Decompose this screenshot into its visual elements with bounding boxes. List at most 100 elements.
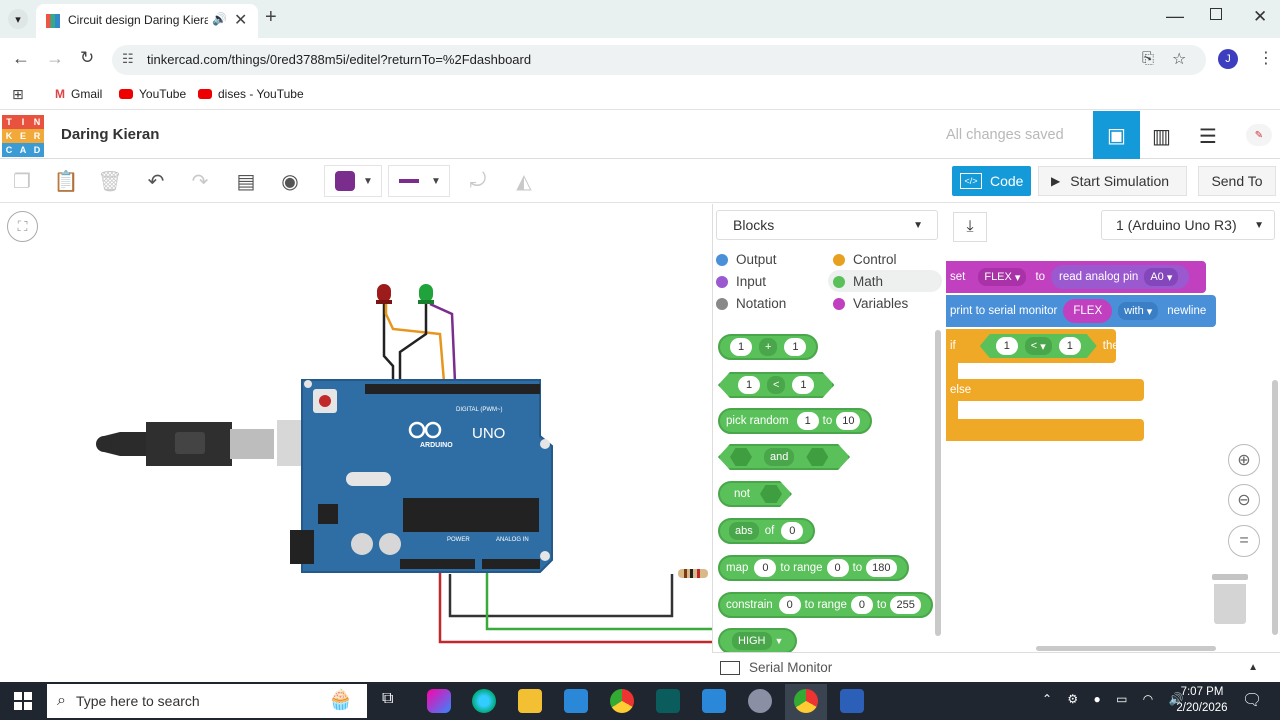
browser-menu-icon[interactable]: ⋮ — [1258, 50, 1274, 67]
start-simulation-button[interactable]: ▶ Start Simulation — [1038, 166, 1187, 196]
zoom-in-button[interactable]: ⊕ — [1228, 444, 1260, 476]
arithmetic-block[interactable]: 1+1 — [718, 334, 819, 360]
read-analog-block[interactable]: read analog pin A0 ▾ — [1051, 265, 1190, 289]
search-icon: ⌕ — [57, 692, 66, 709]
if-else-block[interactable]: if 1< ▾1 then else — [946, 329, 1144, 441]
palette-scrollbar[interactable] — [935, 330, 941, 636]
workspace-h-scrollbar[interactable] — [1036, 646, 1216, 651]
high-block[interactable]: HIGH▼ — [718, 628, 798, 652]
project-name[interactable]: Daring Kieran — [61, 126, 160, 143]
notifications-icon[interactable]: 🗨 — [1242, 692, 1263, 709]
trash-can-icon[interactable] — [1212, 574, 1248, 624]
wire-type-picker[interactable]: ▼ — [388, 165, 450, 197]
store-icon[interactable] — [564, 689, 588, 713]
taskbar-search-box[interactable]: ⌕ Type here to search 🧁 — [47, 684, 367, 718]
undo-button[interactable]: ↶ — [140, 165, 172, 197]
task-view-icon[interactable]: ⧉ — [382, 690, 394, 707]
bookmark-star-icon[interactable]: ☆ — [1172, 51, 1187, 68]
category-math[interactable]: Math — [833, 274, 883, 289]
clock-time[interactable]: 7:07 PM — [1180, 686, 1224, 698]
chevron-up-icon[interactable]: ▲ — [1248, 662, 1258, 673]
category-input[interactable]: Input — [716, 274, 766, 289]
paste-button[interactable]: 📋 — [50, 165, 82, 197]
category-variables[interactable]: Variables — [833, 296, 908, 311]
download-code-button[interactable]: ⤓ — [953, 212, 987, 242]
forward-button[interactable]: → — [46, 48, 64, 68]
led-green[interactable] — [418, 284, 434, 304]
led-red-wire — [382, 304, 395, 382]
zoom-out-button[interactable]: ⊖ — [1228, 484, 1260, 516]
workspace-v-scrollbar[interactable] — [1272, 380, 1278, 635]
print-serial-block[interactable]: print to serial monitor FLEX with ▾ newl… — [946, 295, 1216, 327]
blocks-mode-dropdown[interactable]: Blocks ▼ — [716, 210, 938, 240]
close-window-button[interactable]: ✕ — [1253, 7, 1268, 26]
component-list-button[interactable]: ☰ — [1199, 124, 1217, 149]
minimize-button[interactable]: — — [1166, 6, 1184, 26]
site-info-icon[interactable]: ☷ — [122, 51, 134, 66]
system-tray-icons[interactable]: ⌃ ⚙ ● ▭ ◠ 🔊 — [1042, 692, 1190, 706]
copilot-icon[interactable] — [427, 689, 451, 713]
windows-start-button[interactable] — [14, 692, 32, 710]
app-icon-2[interactable] — [748, 689, 772, 713]
clock-date[interactable]: 2/20/2026 — [1176, 702, 1228, 714]
redo-button[interactable]: ↷ — [184, 165, 216, 197]
copy-button[interactable]: ❐ — [6, 165, 38, 197]
new-tab-button[interactable]: + — [265, 6, 277, 28]
circuit-view-button[interactable]: ▣ — [1093, 111, 1140, 159]
serial-monitor-bar[interactable]: Serial Monitor ▲ — [712, 652, 1280, 682]
profile-avatar[interactable]: J — [1218, 49, 1238, 69]
speaker-icon[interactable]: 🔊 — [212, 12, 227, 26]
word-icon[interactable] — [840, 689, 864, 713]
tab-search-button[interactable]: ▾ — [8, 9, 28, 29]
tab-title: Circuit design Daring Kieran — [68, 13, 208, 27]
if-condition[interactable]: 1< ▾1 — [980, 334, 1097, 358]
fill-color-picker[interactable]: ▼ — [324, 165, 382, 197]
set-variable-block[interactable]: set FLEX ▾ to read analog pin A0 ▾ — [946, 261, 1206, 293]
view-notes-button[interactable]: ◉ — [274, 165, 306, 197]
device-dropdown[interactable]: 1 (Arduino Uno R3) ▼ — [1101, 210, 1275, 240]
mail-icon[interactable] — [702, 689, 726, 713]
flip-button[interactable]: ◭ — [508, 165, 540, 197]
bookmark-youtube[interactable]: YouTube — [119, 87, 186, 101]
back-button[interactable]: ← — [12, 48, 30, 68]
send-to-button[interactable]: Send To — [1198, 166, 1276, 196]
chrome-icon[interactable] — [610, 689, 634, 713]
not-block[interactable]: not — [718, 481, 792, 507]
rotate-button[interactable]: ⤾ — [462, 165, 494, 197]
app-icon[interactable] — [656, 689, 680, 713]
install-app-icon[interactable]: ⎘ — [1142, 50, 1155, 67]
chevron-down-icon: ▼ — [774, 636, 784, 646]
browser-tab[interactable]: Circuit design Daring Kieran 🔊 ✕ — [36, 4, 258, 38]
reset-zoom-button[interactable]: = — [1228, 525, 1260, 557]
delete-button[interactable]: 🗑 — [94, 165, 126, 197]
omnibox[interactable]: ☷ tinkercad.com/things/0red3788m5i/edite… — [112, 45, 1206, 75]
schematic-view-button[interactable]: ▥ — [1152, 124, 1171, 149]
color-swatch — [335, 171, 355, 191]
zoom-fit-button[interactable]: ⛶ — [7, 211, 38, 242]
category-notation[interactable]: Notation — [716, 296, 786, 311]
maximize-button[interactable] — [1210, 8, 1222, 20]
user-avatar[interactable]: ✎ — [1246, 124, 1272, 146]
wire-swatch — [399, 179, 419, 183]
tinkercad-logo[interactable]: T I N K E R C A D — [2, 115, 44, 157]
apps-grid-icon[interactable]: ⊞ — [12, 86, 24, 102]
led-red[interactable] — [376, 284, 392, 304]
category-control[interactable]: Control — [833, 252, 897, 267]
code-button[interactable]: </> Code — [952, 166, 1031, 196]
and-block[interactable]: and — [718, 444, 850, 470]
bookmark-gmail[interactable]: M Gmail — [55, 87, 103, 101]
chrome-icon[interactable] — [794, 689, 818, 713]
reload-button[interactable]: ↻ — [80, 48, 95, 67]
category-output[interactable]: Output — [716, 252, 777, 267]
bookmark-dises[interactable]: dises - YouTube — [198, 87, 304, 101]
notes-button[interactable]: ▤ — [230, 165, 262, 197]
tab-close-icon[interactable]: ✕ — [234, 12, 248, 29]
file-explorer-icon[interactable] — [518, 689, 542, 713]
arduino-uno-board[interactable] — [290, 379, 553, 573]
edge-icon[interactable] — [472, 689, 496, 713]
compare-block[interactable]: 1<1 — [718, 372, 834, 398]
